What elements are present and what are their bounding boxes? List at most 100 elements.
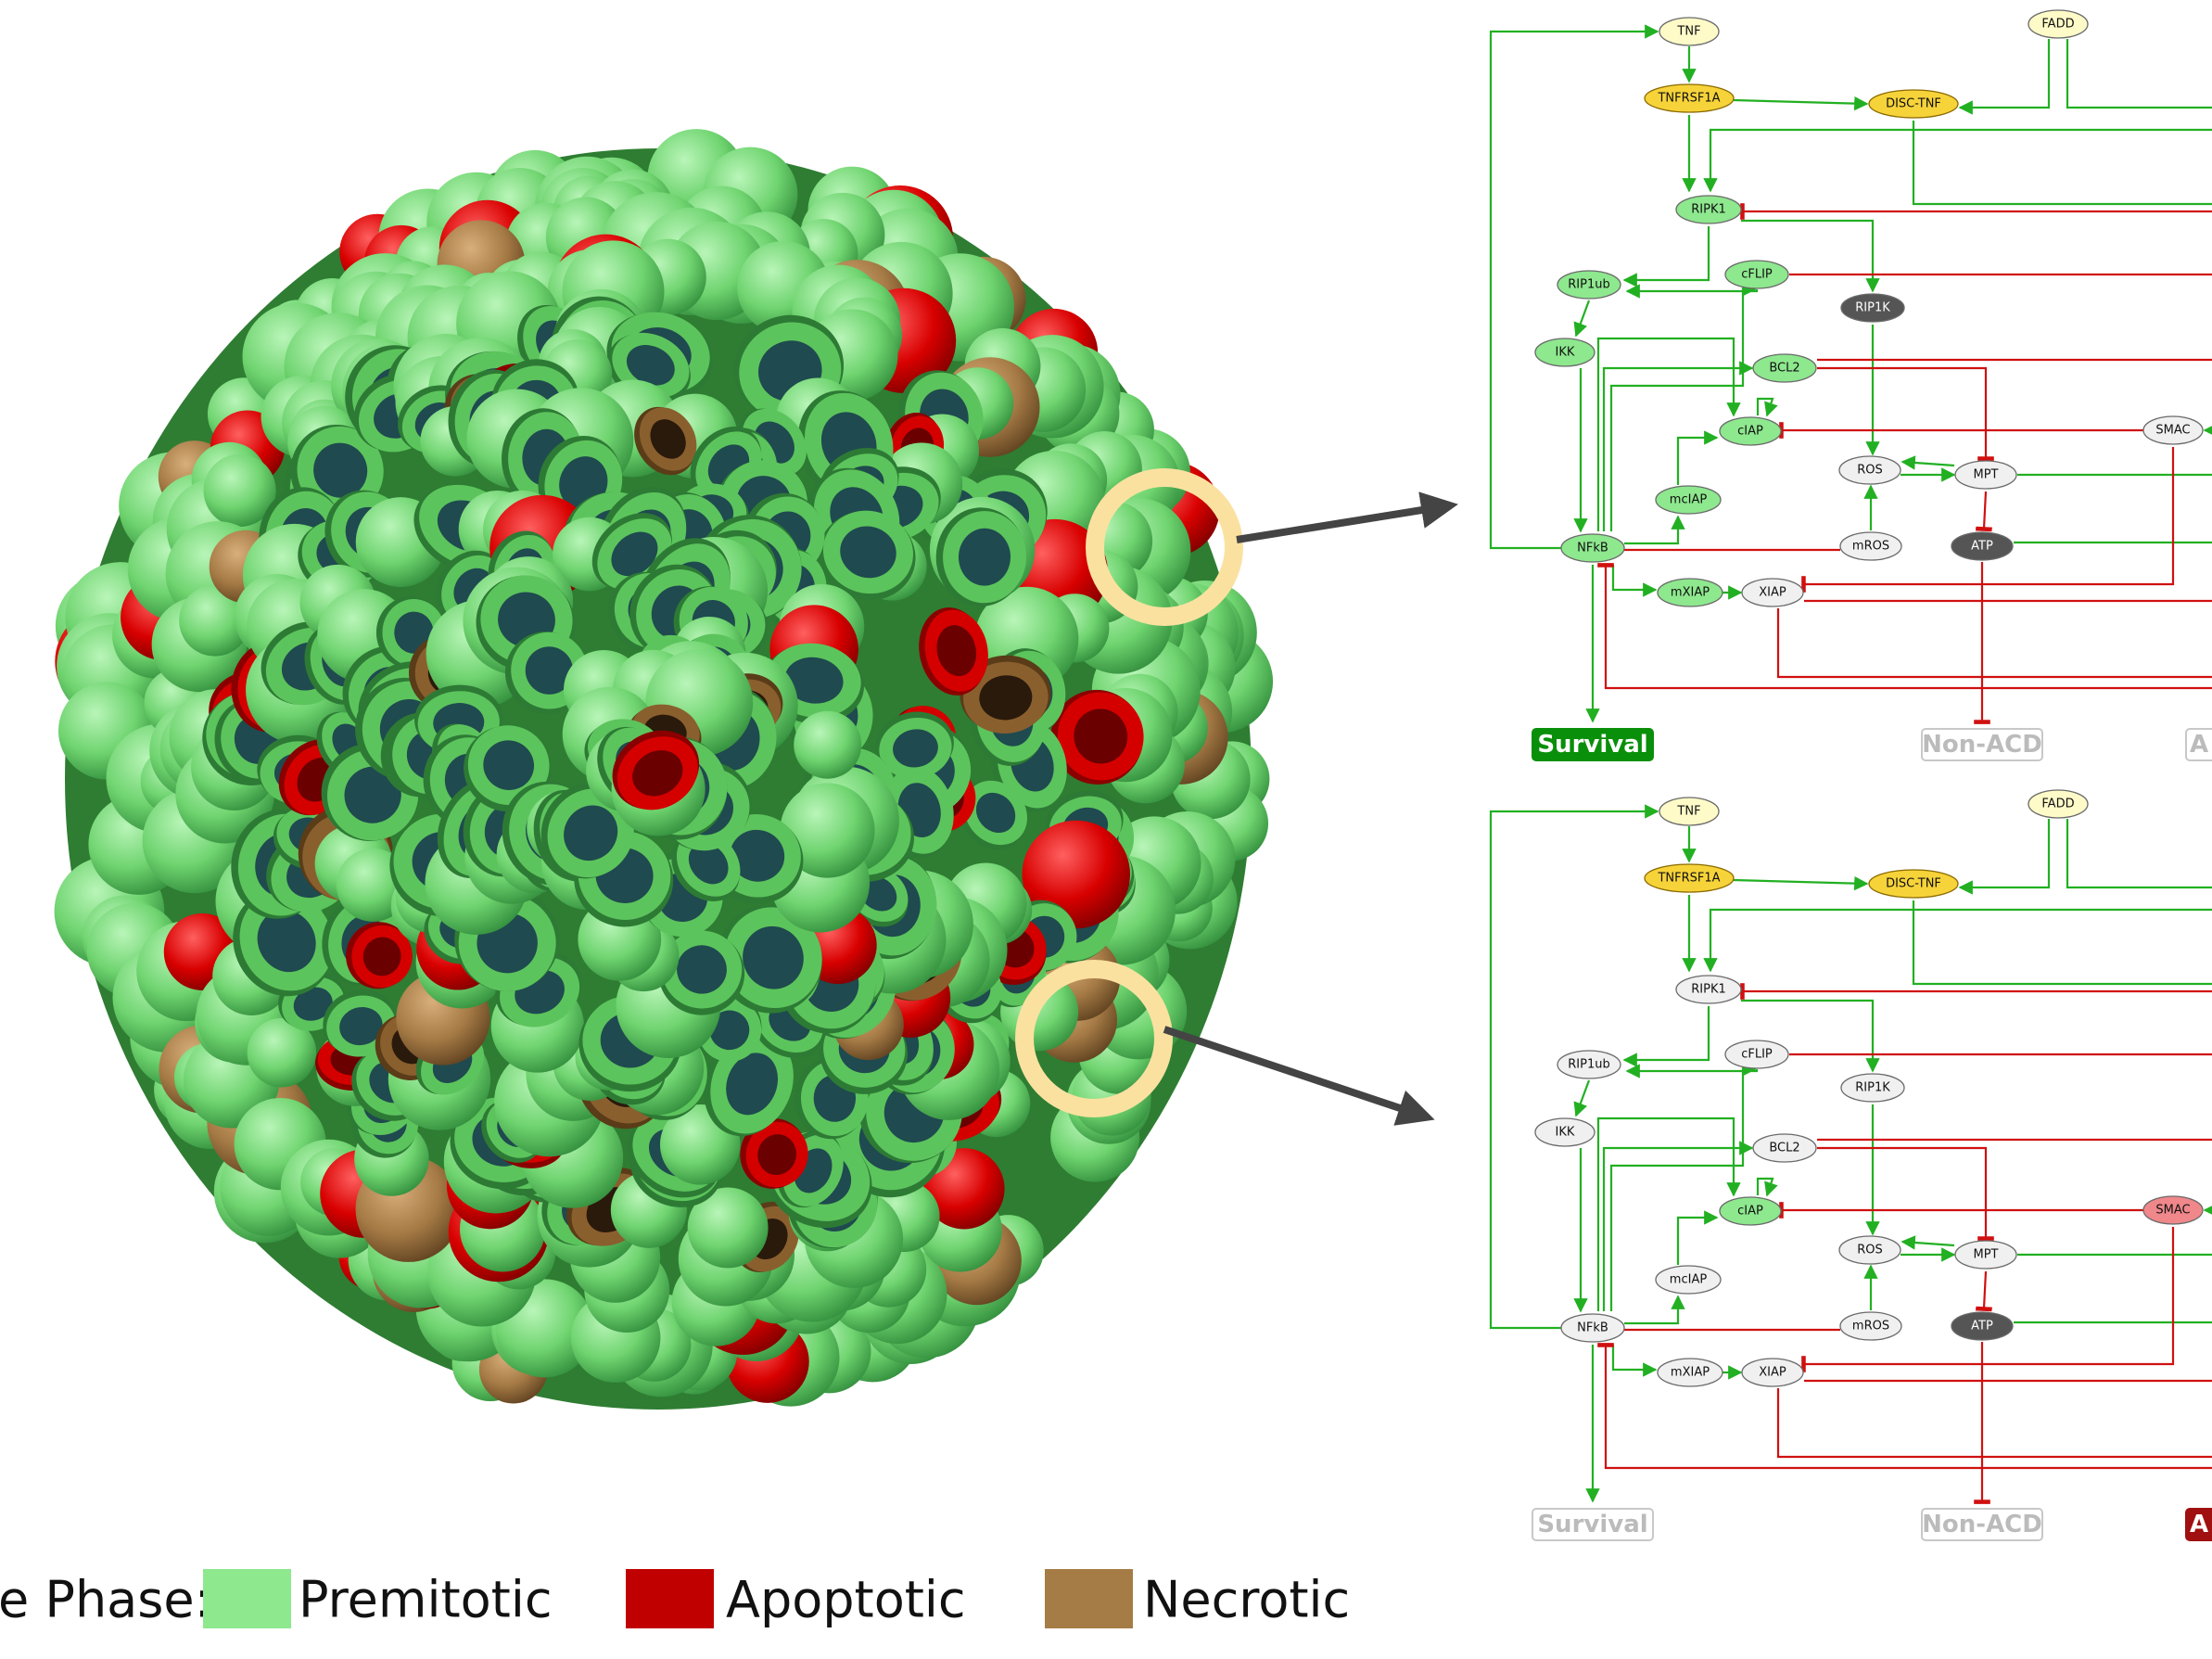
- node-label: cIAP: [1737, 1205, 1763, 1219]
- node-label: XIAP: [1759, 1366, 1786, 1380]
- premitotic-cell: [875, 711, 954, 779]
- node-label: cIAP: [1737, 425, 1763, 439]
- edge-ripk1-rip1ub: [1622, 1006, 1710, 1067]
- node-label: mXIAP: [1671, 1366, 1710, 1380]
- edge-mpt-atp: [1976, 1270, 1992, 1312]
- outcome-nonacd-box: Non-ACD: [1921, 1508, 2043, 1541]
- node-label: DISC-TNF: [1886, 97, 1941, 111]
- node-label: IKK: [1556, 1126, 1575, 1140]
- necrotic-cell: [634, 406, 697, 476]
- node-label: DISC-TNF: [1886, 877, 1941, 891]
- outcome-label: Non-ACD: [1922, 731, 2042, 759]
- apoptotic-cell: [740, 1118, 808, 1189]
- node-ciap: cIAP: [1719, 416, 1782, 446]
- node-ripk1: RIPK1: [1675, 975, 1742, 1004]
- network-edges: [1489, 804, 2212, 1504]
- outcome-a-box: A: [2185, 728, 2212, 761]
- edge-inh-nfkb: [1597, 563, 2212, 690]
- edge-inh-nfkb: [1597, 1343, 2212, 1470]
- premitotic-cell: [794, 710, 862, 779]
- node-label: ATP: [1971, 540, 1993, 554]
- tumor-spheroid: [54, 129, 1274, 1410]
- node-fadd: FADD: [2028, 789, 2089, 819]
- node-label: cFLIP: [1741, 1048, 1773, 1062]
- node-xiap: XIAP: [1741, 1358, 1804, 1387]
- edge-nfkb-cflip: [1609, 282, 1757, 531]
- node-label: RIPK1: [1691, 983, 1726, 997]
- node-label: BCL2: [1769, 362, 1799, 376]
- zoom-callouts: [1015, 468, 1458, 1126]
- node-mpt: MPT: [1954, 460, 2017, 490]
- edge-ciap-self: [1756, 397, 1778, 417]
- node-label: ATP: [1971, 1320, 1993, 1334]
- edge-smac-xiap: [1801, 1227, 2175, 1372]
- node-label: BCL2: [1769, 1142, 1799, 1155]
- edge-mpt-ros: [1901, 1235, 1955, 1250]
- arrow-to-bottom-network: [1163, 1026, 1435, 1126]
- edge-rip1ub-ikk: [1573, 300, 1591, 338]
- outcome-label: Survival: [1537, 731, 1647, 759]
- node-label: ROS: [1857, 464, 1883, 478]
- node-nfkb: NFkB: [1560, 1313, 1625, 1343]
- edge-ripk1-rip1ub: [1622, 226, 1710, 287]
- node-disc-tnf: DISC-TNF: [1868, 89, 1959, 119]
- edge-fadd-out: [2066, 819, 2212, 889]
- network-outcomes: Survival Non-ACD A: [1532, 1508, 2212, 1541]
- node-label: FADD: [2041, 18, 2074, 32]
- node-ikk: IKK: [1534, 338, 1595, 367]
- apoptotic-cell: [919, 607, 988, 696]
- edge-ciap-self: [1756, 1177, 1778, 1197]
- node-tnf: TNF: [1659, 17, 1720, 46]
- premitotic-cell: [233, 888, 334, 997]
- node-tnfrsf1a: TNFRSF1A: [1644, 863, 1735, 893]
- legend-label-premitotic: Premitotic: [299, 1571, 553, 1629]
- premitotic-cell: [179, 584, 251, 657]
- edge-xiap-loop: [1776, 608, 2212, 679]
- node-label: TNF: [1676, 805, 1700, 819]
- node-fadd: FADD: [2028, 9, 2089, 39]
- node-label: FADD: [2041, 798, 2074, 811]
- legend-title: e Phase:: [0, 1571, 211, 1629]
- edge-nfkb-ciap: [1596, 1117, 1741, 1311]
- edge-ripk1-in: [1703, 128, 2212, 193]
- edge-xiap-loop: [1776, 1388, 2212, 1459]
- node-rip1k: RIP1K: [1840, 293, 1905, 323]
- edge-nfkb-mciap: [1624, 1295, 1685, 1325]
- legend-swatch-necrotic: [1045, 1569, 1133, 1628]
- node-ciap: cIAP: [1719, 1196, 1782, 1226]
- node-atp: ATP: [1951, 531, 2014, 561]
- edge-disc-out: [1912, 121, 2212, 206]
- node-ros: ROS: [1838, 1235, 1901, 1265]
- node-label: SMAC: [2155, 424, 2190, 438]
- edge-nfkb-cflip: [1609, 1062, 1757, 1311]
- outcome-label: A: [2190, 731, 2208, 759]
- legend-label-necrotic: Necrotic: [1143, 1571, 1350, 1629]
- node-label: IKK: [1556, 346, 1575, 360]
- edge-mciap-ciap: [1676, 1210, 1719, 1265]
- premitotic-cell: [935, 507, 1026, 606]
- node-label: XIAP: [1759, 586, 1786, 600]
- apoptotic-cell: [1050, 689, 1144, 785]
- edge-disc-out: [1912, 900, 2212, 986]
- edge-mciap-ciap: [1676, 430, 1719, 485]
- outcome-nonacd-box: Non-ACD: [1921, 728, 2043, 761]
- node-mpt: MPT: [1954, 1240, 2017, 1270]
- node-rip1ub: RIP1ub: [1557, 270, 1621, 300]
- node-label: mROS: [1852, 1320, 1889, 1334]
- outcome-survival-box: Survival: [1532, 1508, 1654, 1541]
- node-label: SMAC: [2155, 1204, 2190, 1218]
- premitotic-cell: [247, 1017, 317, 1088]
- highlight-circle-upper: [1086, 468, 1243, 626]
- outcome-label: A: [2190, 1511, 2208, 1538]
- cell-phase-legend: e Phase: Premitotic Apoptotic Necrotic: [0, 1569, 1350, 1629]
- premitotic-cell: [819, 510, 916, 601]
- edge-mpt-atp: [1976, 491, 1992, 532]
- edge-nfkb-mxiap: [1611, 565, 1658, 597]
- node-label: mXIAP: [1671, 586, 1710, 600]
- edge-nfkb-bcl2: [1602, 1141, 1754, 1311]
- node-label: ROS: [1857, 1244, 1883, 1257]
